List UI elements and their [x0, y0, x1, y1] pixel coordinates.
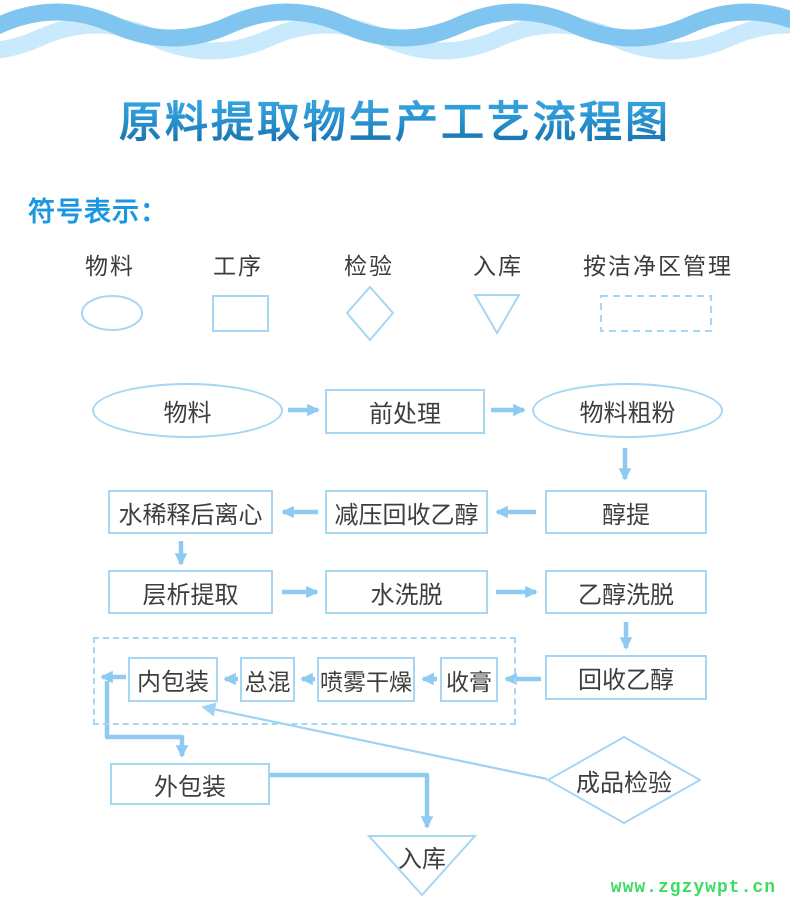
node-wuliaocufen: 物料粗粉 [532, 383, 723, 438]
node-penwuganzao: 喷雾干燥 [317, 657, 415, 702]
legend-triangle-icon [473, 294, 521, 335]
node-waibaozhuang: 外包装 [110, 763, 270, 805]
wave-main-ribbon [0, 3, 790, 47]
node-chengpinjianyan: 成品检验 [576, 769, 672, 797]
legend-label-process: 工序 [213, 253, 263, 279]
node-huishouyichun: 回收乙醇 [545, 655, 707, 700]
legend-dashed-rect-icon [600, 295, 712, 332]
node-zonghun: 总混 [240, 657, 295, 702]
node-shuixishihoulixin: 水稀释后离心 [108, 490, 273, 534]
node-qianchuli: 前处理 [325, 389, 485, 434]
legend-label-storage: 入库 [473, 253, 523, 279]
page-title: 原料提取物生产工艺流程图 [0, 88, 790, 150]
legend-ellipse-icon [81, 295, 143, 331]
legend-label-inspection: 检验 [344, 253, 394, 279]
node-yichunxituo: 乙醇洗脱 [545, 570, 707, 614]
watermark: www.zgzywpt.cn [610, 878, 776, 898]
line-waibao-ruku [270, 772, 434, 829]
clean-area-dashed-zone [93, 637, 516, 725]
node-shougao: 收膏 [440, 657, 498, 702]
legend-label-clean-area: 按洁净区管理 [583, 253, 733, 279]
legend-label-material: 物料 [85, 253, 135, 279]
node-neibaozhuang: 内包装 [128, 657, 218, 702]
node-wuliao: 物料 [92, 383, 283, 438]
node-cengxitiqu: 层析提取 [108, 570, 273, 614]
legend-rect-icon [212, 295, 269, 332]
node-shuixituo: 水洗脱 [325, 570, 488, 614]
node-jianyahuishouyichun: 减压回收乙醇 [325, 490, 488, 534]
node-chunti: 醇提 [545, 490, 707, 534]
legend-heading: 符号表示： [28, 197, 168, 227]
legend-diamond-icon [345, 285, 395, 342]
node-ruku: 入库 [398, 845, 446, 873]
wave-banner [0, 3, 790, 60]
